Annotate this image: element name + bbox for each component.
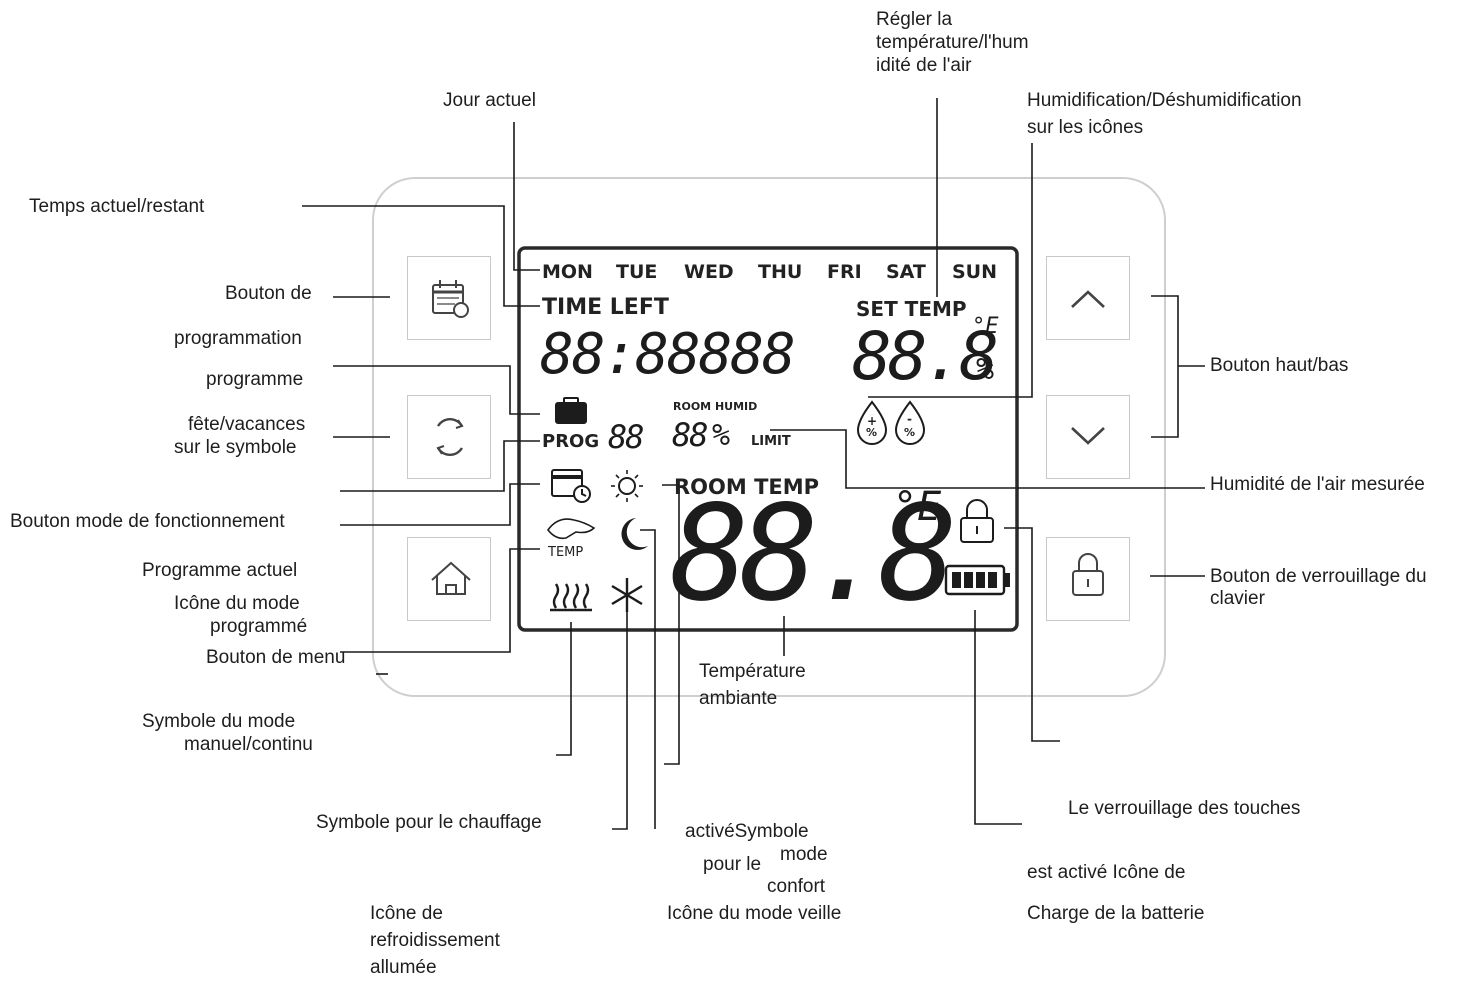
- heating-icon: [550, 583, 592, 612]
- hand-icon: [546, 518, 596, 540]
- menu-button[interactable]: [407, 537, 491, 621]
- label-mode: mode: [780, 844, 828, 865]
- label-fete-2: sur le symbole: [174, 437, 297, 458]
- prog-digits: 88: [608, 418, 645, 456]
- label-humidite-mesuree: Humidité de l'air mesurée: [1210, 474, 1425, 495]
- label-est-active: est activé Icône de: [1027, 862, 1186, 883]
- sun-icon: [618, 477, 636, 495]
- day-mon: MON: [542, 261, 593, 283]
- drop-minus-icon: [894, 400, 926, 445]
- room-temp-label: ROOM TEMP: [674, 475, 820, 499]
- day-thu: THU: [758, 261, 803, 283]
- humid-percent: %: [712, 418, 731, 453]
- day-fri: FRI: [827, 261, 862, 283]
- label-symbole-manuel-2: manuel/continu: [184, 734, 313, 755]
- label-prog-actuel: Programme actuel: [142, 560, 298, 581]
- label-temp-amb-2: ambiante: [699, 688, 778, 709]
- label-symbole-manuel-1: Symbole du mode: [142, 711, 296, 732]
- programming-button[interactable]: [407, 256, 491, 340]
- room-humid-label: ROOM HUMID: [673, 400, 758, 413]
- temp-small-label: TEMP: [548, 545, 584, 560]
- drop-minus-sign: -: [907, 412, 912, 426]
- label-jour: Jour actuel: [443, 90, 536, 111]
- label-temp-amb-1: Température: [699, 661, 806, 682]
- prog-label: PROG: [542, 431, 600, 452]
- label-pour-le: pour le: [703, 854, 762, 875]
- moon-icon: [621, 518, 648, 550]
- label-verrou-touches: Le verrouillage des touches: [1068, 798, 1301, 819]
- label-haut-bas: Bouton haut/bas: [1210, 355, 1349, 376]
- label-refroid-1: Icône de: [370, 903, 443, 924]
- room-unit: °E: [893, 484, 942, 530]
- label-batterie: Charge de la batterie: [1027, 903, 1205, 924]
- label-refroid-3: allumée: [370, 957, 437, 978]
- label-fete-1: fête/vacances: [188, 414, 306, 435]
- up-button[interactable]: [1046, 256, 1130, 340]
- label-humidif-1: Humidification/Déshumidification: [1027, 90, 1302, 111]
- drop-minus-percent: %: [904, 426, 916, 439]
- keypad-lock-button[interactable]: [1046, 537, 1130, 621]
- set-temp-label: SET TEMP: [856, 297, 967, 321]
- suitcase-icon: [555, 402, 587, 424]
- day-wed: WED: [684, 261, 734, 283]
- drop-plus-icon: [856, 400, 888, 445]
- set-unit-deg: °E: [972, 314, 999, 339]
- label-regler-1: Régler la: [876, 9, 953, 30]
- label-regler-3: idité de l'air: [876, 55, 972, 76]
- lcd-lock-icon: [960, 517, 994, 543]
- label-programmation: programmation: [174, 328, 302, 349]
- label-bouton-mode: Bouton mode de fonctionnement: [10, 511, 285, 532]
- drop-plus-percent: %: [866, 426, 878, 439]
- label-icone-prog-1: Icône du mode: [174, 593, 300, 614]
- time-digits: 88:88888: [540, 322, 796, 387]
- time-left-label: TIME LEFT: [542, 295, 669, 320]
- label-verrou-clavier-2: clavier: [1210, 588, 1265, 609]
- label-humidif-2: sur les icônes: [1027, 117, 1144, 138]
- day-sun: SUN: [952, 261, 998, 283]
- label-active-symbole: activéSymbole: [685, 821, 809, 842]
- drop-plus-sign: +: [867, 414, 878, 428]
- lcd-screen: [517, 246, 1019, 632]
- limit-label: LIMIT: [751, 434, 791, 449]
- label-temps: Temps actuel/restant: [29, 196, 205, 217]
- label-veille: Icône du mode veille: [667, 903, 842, 924]
- set-unit-percent: %: [976, 352, 995, 387]
- day-sat: SAT: [886, 261, 926, 283]
- label-refroid-2: refroidissement: [370, 930, 500, 951]
- label-programme: programme: [206, 369, 304, 390]
- snowflake-icon: [611, 578, 643, 612]
- down-button[interactable]: [1046, 395, 1130, 479]
- set-digits: 88.8: [852, 318, 999, 395]
- label-bouton-menu: Bouton de menu: [206, 647, 346, 668]
- label-icone-prog-2: programmé: [210, 616, 308, 637]
- humid-digits: 88: [672, 416, 709, 454]
- label-bouton-de: Bouton de: [225, 283, 312, 304]
- day-tue: TUE: [616, 261, 658, 283]
- label-confort: confort: [767, 876, 826, 897]
- mode-button[interactable]: [407, 395, 491, 479]
- label-chauffage: Symbole pour le chauffage: [316, 812, 542, 833]
- label-regler-2: température/l'hum: [876, 32, 1029, 53]
- room-digits: 88.8: [670, 477, 958, 631]
- label-verrou-clavier-1: Bouton de verrouillage du: [1210, 566, 1427, 587]
- calendar-clock-icon: [551, 469, 583, 497]
